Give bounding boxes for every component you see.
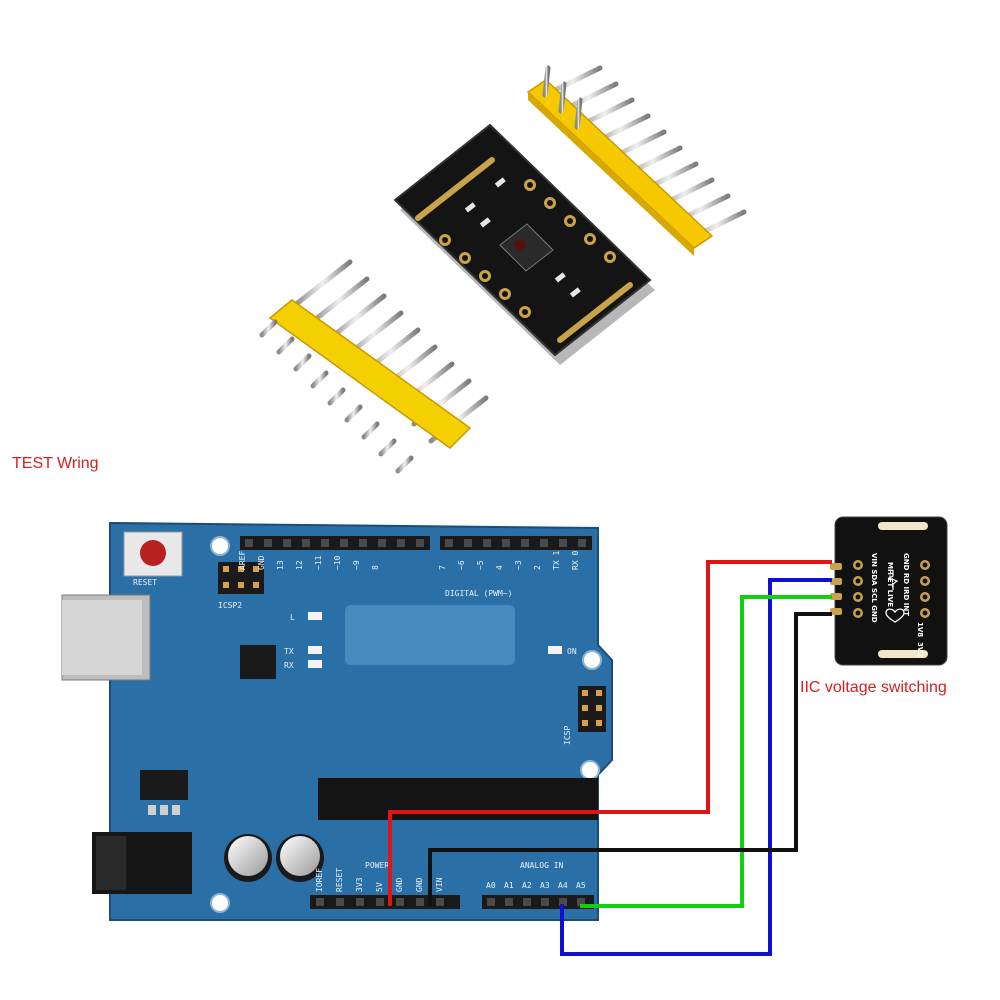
power-jack [92,832,192,894]
analog-pin-label: A4 [558,881,568,890]
module-left-pads [830,563,842,615]
usb-connector [61,594,151,681]
digital-pin-label: 13 [276,560,285,570]
digital-pin-label: ~11 [314,555,323,570]
power-pin-label: VIN [435,877,444,892]
aref-pin-label: AREF [238,551,247,570]
led-on [548,646,562,654]
digital-pin-label: RX 0 [571,551,580,570]
power-pin-label: 3V3 [355,877,364,892]
led-tx-label: TX [284,647,294,656]
voltage-regulator [140,770,188,815]
digital-pin-label: 12 [295,560,304,570]
capacitor-1 [224,834,272,882]
mounting-holes [210,536,602,913]
wires [388,560,832,956]
analog-pin-label: A3 [540,881,550,890]
digital-pin-label: 7 [438,565,447,570]
led-rx-label: RX [284,661,294,670]
scl-wire [560,578,832,956]
sensor-photo [259,65,747,474]
digital-pin-label: 2 [533,565,542,570]
digital-header-left [240,536,430,550]
icsp2-header [218,562,264,594]
power-pin-label: RESET [335,868,344,892]
power-pin-label: GND [415,877,424,892]
digital-pwm-label: DIGITAL (PWM~) [445,589,512,598]
led-rx [308,660,322,668]
digital-pin-labels: AREF GND 13 12 ~11 ~10 ~9 8 7 ~6 ~5 4 ~3… [238,551,580,570]
analog-pin-label: A0 [486,881,496,890]
arduino-uno-board: RESET ICSP2 [61,521,613,921]
test-wiring-label: TEST Wring [12,455,99,472]
module-bottom-row-label: VIN SDA SCL GND [870,553,878,623]
heartbeat-icon [887,570,899,590]
analog-pin-label: A5 [576,881,586,890]
icsp2-label: ICSP2 [218,601,242,610]
heart-icon [885,608,905,623]
module-brand-label: MH-ET LIVE [886,562,894,607]
analog-pin-label: A1 [504,881,514,890]
analog-header [482,895,594,909]
led-on-label: ON [567,647,577,656]
analog-pin-label: A2 [522,881,532,890]
top-strip [878,522,928,530]
power-pin-label: GND [395,877,404,892]
iic-voltage-label: IIC voltage switching [800,679,947,696]
power-pin-label: 5V [375,882,384,892]
module-1v8-label: 1V8 [916,622,924,637]
digital-pin-label: 4 [495,565,504,570]
led-l [308,612,322,620]
power-pin-label: IOREF [315,868,324,892]
power-pin-labels: IOREF RESET 3V3 5V GND GND VIN [315,868,444,892]
digital-pin-label: ~6 [457,560,466,570]
sensor-board-photo [393,123,655,365]
vin-wire [388,560,832,906]
capacitor-2 [276,834,324,882]
gnd-pin-label: GND [257,555,266,570]
digital-pin-label: ~10 [333,555,342,570]
digital-pin-label: TX 1 [552,551,561,570]
sda-wire [580,595,832,908]
arduino-logo [345,605,515,665]
icsp-label: ICSP [563,726,572,745]
power-label: POWER [365,861,389,870]
bottom-strip [878,650,928,658]
digital-pin-label: ~3 [514,560,523,570]
led-tx [308,646,322,654]
digital-pin-label: 8 [371,565,380,570]
left-pin-header [259,259,489,474]
icsp-header [578,686,606,732]
digital-header-right [440,536,592,550]
digital-pin-label: ~9 [352,560,361,570]
reset-button[interactable] [123,531,183,577]
reset-label: RESET [133,578,157,587]
led-l-label: L [290,613,295,622]
usb-controller-chip [240,645,276,679]
power-header [310,895,460,909]
analog-in-label: ANALOG IN [520,861,564,870]
analog-pin-labels: A0 A1 A2 A3 A4 A5 [486,881,586,890]
sensor-module: GND RD IRD INT MH-ET LIVE VIN SDA SCL GN… [830,516,948,666]
digital-pin-label: ~5 [476,560,485,570]
gnd-wire [428,612,832,906]
module-top-row-label: GND RD IRD INT [902,553,910,616]
module-3v3-label: 3V3 [916,642,924,657]
right-pin-header [526,65,747,256]
